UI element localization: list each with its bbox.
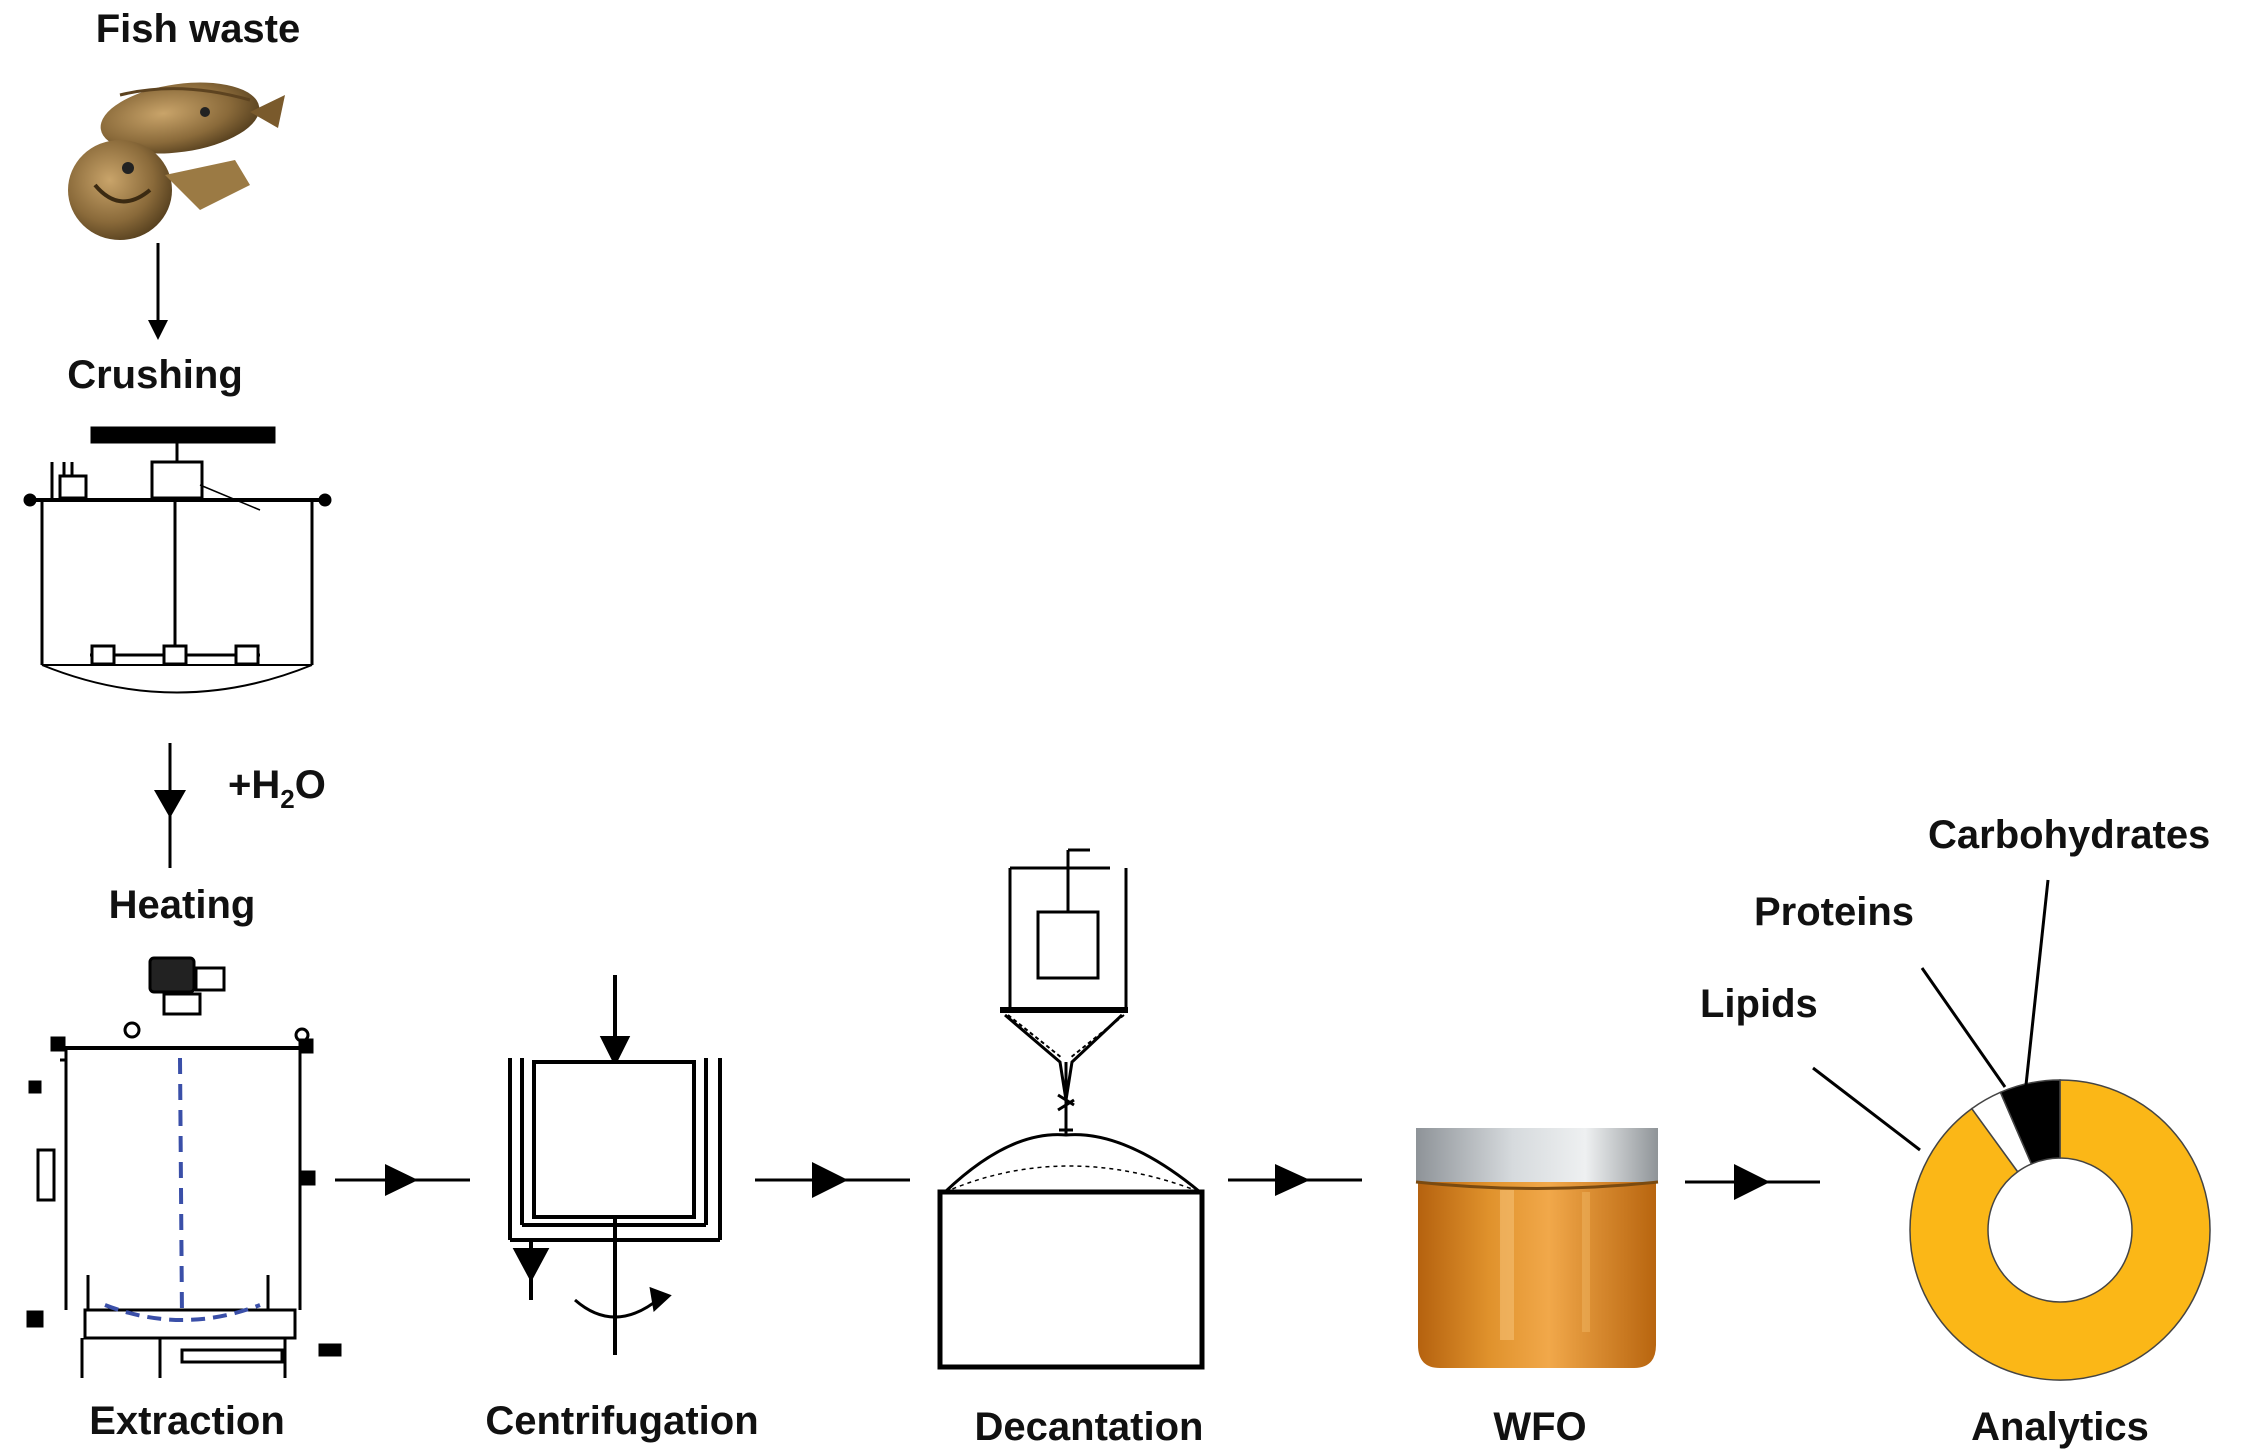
decantation-label: Decantation [975,1405,1204,1449]
arrow-crushing-to-heating [154,743,186,868]
fish-waste-image [68,82,285,240]
proteins-label: Proteins [1754,890,1914,934]
donut-slice-carbohydrates [1999,1079,2061,1165]
fish-waste-label: Fish waste [96,7,301,51]
arrow-decantation-to-wfo [1228,1164,1362,1196]
donut-leader-lines [1812,879,2050,1152]
crushing-label: Crushing [67,353,243,397]
heating-label: Heating [109,883,256,927]
centrifuge-icon [508,975,722,1355]
arrow-wfo-to-analytics [1685,1164,1820,1200]
wfo-jar-image [1415,1128,1659,1368]
extraction-tank-icon [26,956,342,1378]
crusher-vessel-icon [23,426,332,694]
analytics-label: Analytics [1971,1405,2149,1449]
arrow-fish-to-crushing [148,243,168,340]
carbohydrates-label: Carbohydrates [1928,813,2210,857]
arrow-centrifugation-to-decantation [755,1162,910,1198]
water-addition-label: +H2O [228,763,326,814]
wfo-label: WFO [1493,1405,1586,1449]
lipids-label: Lipids [1700,982,1818,1026]
arrow-extraction-to-centrifugation [335,1164,470,1196]
composition-donut-chart [1909,1079,2211,1381]
decanter-icon [937,848,1205,1370]
centrifugation-label: Centrifugation [485,1399,758,1443]
extraction-label: Extraction [89,1399,285,1443]
donut-slice-lipids [1909,1079,2211,1381]
